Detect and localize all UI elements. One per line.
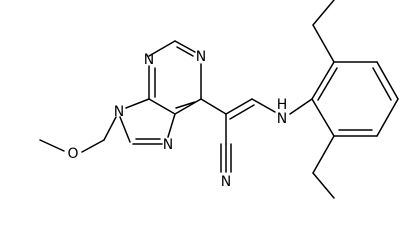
bond-ch2-ch3-top bbox=[312, 0, 335, 26]
bond-ar2-ch2-top bbox=[312, 24, 335, 63]
atom-label-layer: N N N N O H N N bbox=[67, 49, 287, 190]
bond-c5-c4 bbox=[148, 98, 176, 115]
chemical-structure-diagram: N N N N O H N N bbox=[39, 0, 399, 199]
bond-c2-n3 bbox=[148, 40, 176, 57]
bond-layer bbox=[39, 0, 399, 199]
bond-ch2-o bbox=[81, 139, 105, 153]
bond-nh-aryl bbox=[289, 98, 313, 115]
bond-ar4-ar5 bbox=[376, 98, 399, 137]
atom-nh-h: H bbox=[277, 97, 288, 113]
bond-c2-n1-double bbox=[176, 46, 194, 57]
bond-cbeta-nh bbox=[251, 98, 276, 113]
atom-n1: N bbox=[196, 49, 206, 65]
atom-o-methoxy: O bbox=[67, 146, 78, 162]
atom-n3: N bbox=[144, 52, 154, 68]
bond-ar3-ar4-double bbox=[372, 67, 392, 101]
bond-c6-c5 bbox=[174, 98, 202, 115]
bond-calpha-cbeta-double bbox=[229, 104, 255, 120]
bond-c4-n9 bbox=[125, 98, 150, 109]
atom-nh-n: N bbox=[277, 111, 287, 127]
bond-ar6-ch2-bottom bbox=[312, 135, 335, 174]
bond-c6-calpha bbox=[200, 98, 227, 115]
atom-n9: N bbox=[114, 104, 124, 120]
bond-c2-n1 bbox=[174, 40, 196, 53]
bond-n7-c5 bbox=[167, 113, 176, 138]
bond-ar1-ar2-double bbox=[317, 67, 338, 101]
bond-n9-ch2 bbox=[103, 116, 117, 141]
bond-ar1-ar2 bbox=[311, 61, 335, 100]
bond-n9-c8 bbox=[119, 116, 131, 143]
bond-o-ch3 bbox=[39, 139, 65, 152]
bond-ar3-ar4 bbox=[376, 61, 399, 100]
bond-ch2-ch3-bottom bbox=[312, 172, 335, 199]
bond-ar6-ar1 bbox=[311, 98, 335, 137]
bond-calpha-cbeta bbox=[225, 98, 253, 115]
atom-n-nitrile: N bbox=[221, 174, 231, 190]
bond-c6-c5-double bbox=[175, 101, 196, 109]
atom-n7: N bbox=[163, 137, 173, 153]
